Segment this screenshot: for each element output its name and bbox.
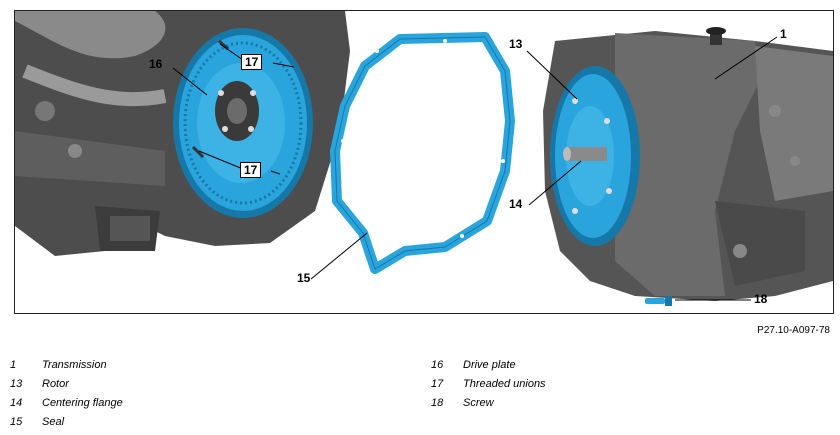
- legend-item: 17 Threaded unions: [431, 378, 546, 397]
- legend-number: 15: [10, 416, 23, 428]
- legend-text: Centering flange: [42, 397, 123, 409]
- legend-text: Threaded unions: [463, 378, 546, 390]
- callout-17-bottom: 17: [240, 162, 262, 178]
- legend-number: 16: [431, 359, 444, 371]
- callout-17-top: 17: [241, 54, 263, 70]
- legend-text: Seal: [42, 416, 65, 428]
- callout-16: 16: [149, 57, 163, 71]
- diagram-figure: 16 17 17 15 13 14 1 18: [14, 10, 834, 314]
- legend-number: 1: [10, 359, 17, 371]
- legend-item: 16 Drive plate: [431, 359, 546, 378]
- seal-gasket: [330, 32, 515, 274]
- reference-code: P27.10-A097-78: [757, 325, 830, 336]
- legend-number: 18: [431, 397, 444, 409]
- callout-13: 13: [509, 37, 523, 51]
- callout-18: 18: [754, 292, 768, 306]
- legend-item: 14 Centering flange: [10, 397, 123, 416]
- callout-15: 15: [297, 271, 311, 285]
- callout-14: 14: [509, 197, 523, 211]
- legend-item: 18 Screw: [431, 397, 546, 416]
- legend-item: 1 Transmission: [10, 359, 123, 378]
- legend-number: 13: [10, 378, 23, 390]
- screw: [645, 296, 672, 306]
- legend-text: Drive plate: [463, 359, 516, 371]
- diagram-illustration: [15, 11, 833, 306]
- legend-right: 16 Drive plate 17 Threaded unions 18 Screw: [431, 359, 546, 416]
- drive-plate: [173, 28, 313, 218]
- legend-text: Transmission: [42, 359, 107, 371]
- legend-item: 15 Seal: [10, 416, 123, 435]
- legend-text: Screw: [463, 397, 494, 409]
- centering-flange: [563, 147, 607, 161]
- legend-item: 13 Rotor: [10, 378, 123, 397]
- callout-1: 1: [780, 27, 787, 41]
- leader-lines: [172, 36, 778, 301]
- legend-left: 1 Transmission 13 Rotor 14 Centering flange 15…: [10, 359, 123, 435]
- legend-number: 17: [431, 378, 444, 390]
- legend-number: 14: [10, 397, 23, 409]
- legend-text: Rotor: [42, 378, 69, 390]
